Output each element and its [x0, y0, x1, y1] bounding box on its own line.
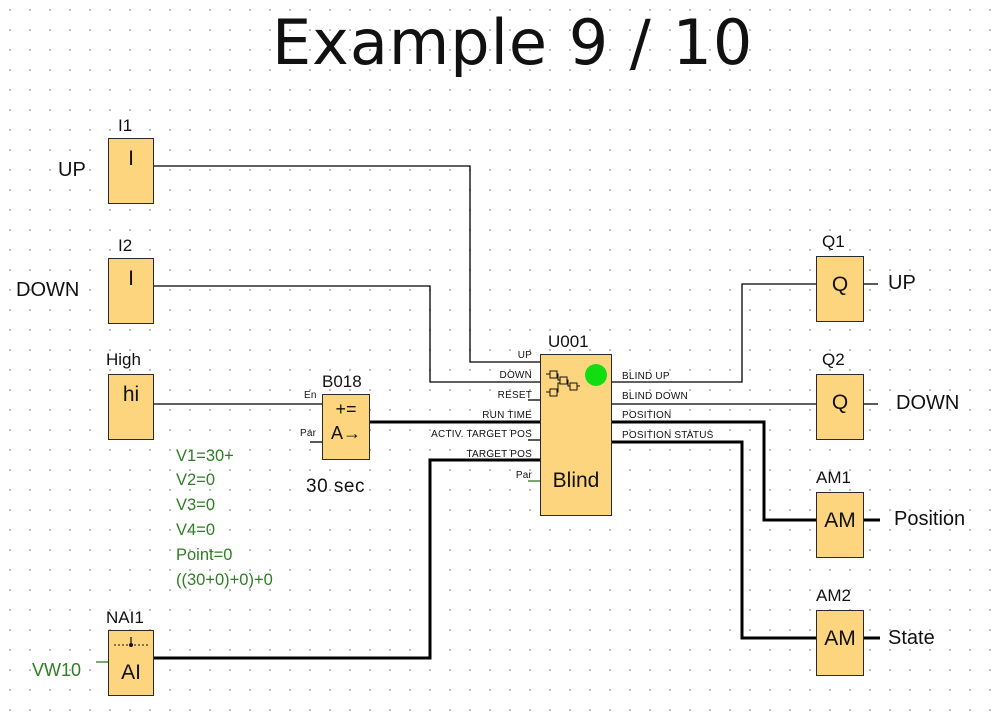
q1-label: UP [888, 272, 916, 294]
block-i1-name: I1 [118, 116, 133, 135]
block-q2-symbol: Q [831, 391, 849, 414]
i2-label: DOWN [16, 279, 80, 301]
wire-status-to-am2 [612, 440, 816, 640]
function-block-icon [546, 370, 580, 397]
wire-position-to-am1 [612, 420, 816, 522]
wire-i1-to-up [154, 165, 540, 363]
q2-label: DOWN [896, 392, 960, 414]
u001-pin-run-time: RUN TIME [482, 410, 532, 421]
u001-pin-down: DOWN [499, 370, 532, 381]
block-q1-symbol: Q [831, 273, 849, 296]
b018-param: V3=0 [176, 496, 215, 514]
block-am1-symbol: AM [824, 509, 856, 532]
u001-pin-reset: RESET [497, 390, 532, 401]
u001-pin-par: Par [515, 470, 532, 481]
u001-pin-blind-down: BLIND DOWN [622, 391, 688, 402]
am2-label: State [888, 627, 935, 649]
b018-pin-par: Par [300, 428, 317, 439]
block-q2-name: Q2 [822, 350, 845, 369]
block-b018[interactable]: += A→ [322, 394, 370, 460]
block-am1-name: AM1 [816, 468, 851, 487]
block-am2-symbol: AM [824, 627, 856, 650]
wire-blindup-to-q1 [612, 283, 816, 383]
b018-param: ((30+0)+0)+0 [176, 571, 273, 589]
block-high-symbol: hi [122, 383, 140, 406]
status-led-icon [585, 364, 607, 386]
u001-pin-position-status: POSITION STATUS [622, 430, 714, 441]
block-am2-name: AM2 [816, 586, 851, 605]
block-am2[interactable]: AM [816, 610, 864, 676]
block-u001-name: U001 [548, 332, 589, 351]
block-nai1-name: NAI1 [106, 608, 144, 627]
wire-i2-to-down [154, 285, 540, 383]
diagram-title: Example 9 / 10 [272, 6, 754, 79]
block-b018-symbol-top: += [335, 399, 357, 419]
wire-nai1-to-targetpos [154, 458, 540, 660]
block-am1[interactable]: AM [816, 492, 864, 558]
block-i1[interactable]: I [108, 138, 154, 204]
b018-param: V2=0 [176, 471, 215, 489]
block-b018-name: B018 [322, 372, 362, 391]
block-nai1[interactable]: AI [108, 630, 154, 696]
block-q1-name: Q1 [822, 232, 845, 251]
u001-pin-activ-target-pos: ACTIV. TARGET POS [431, 429, 532, 440]
block-q2[interactable]: Q [816, 374, 864, 440]
am1-label: Position [894, 508, 966, 530]
block-nai1-symbol: AI [121, 661, 141, 684]
block-i1-symbol: I [128, 147, 134, 170]
b018-pin-en: En [304, 390, 317, 401]
u001-pin-position: POSITION [622, 410, 672, 421]
nai1-label: VW10 [32, 660, 82, 680]
u001-pin-target-pos: TARGET POS [466, 449, 532, 460]
b018-param: V4=0 [176, 521, 215, 539]
b018-param: Point=0 [176, 546, 233, 564]
b018-param: V1=30+ [176, 447, 234, 465]
block-high[interactable]: hi [108, 374, 154, 440]
block-u001-symbol: Blind [552, 469, 600, 492]
b018-time: 30 sec [306, 476, 365, 497]
block-i2-symbol: I [128, 267, 134, 290]
i1-label: UP [58, 159, 86, 181]
block-q1[interactable]: Q [816, 256, 864, 322]
u001-pin-blind-up: BLIND UP [622, 371, 670, 382]
block-b018-symbol-bottom: A→ [330, 423, 361, 443]
block-i2[interactable]: I [108, 258, 154, 324]
analog-input-icon [114, 637, 148, 647]
block-high-name: High [106, 350, 141, 369]
block-i2-name: I2 [118, 236, 133, 255]
u001-pin-up: UP [517, 350, 532, 361]
